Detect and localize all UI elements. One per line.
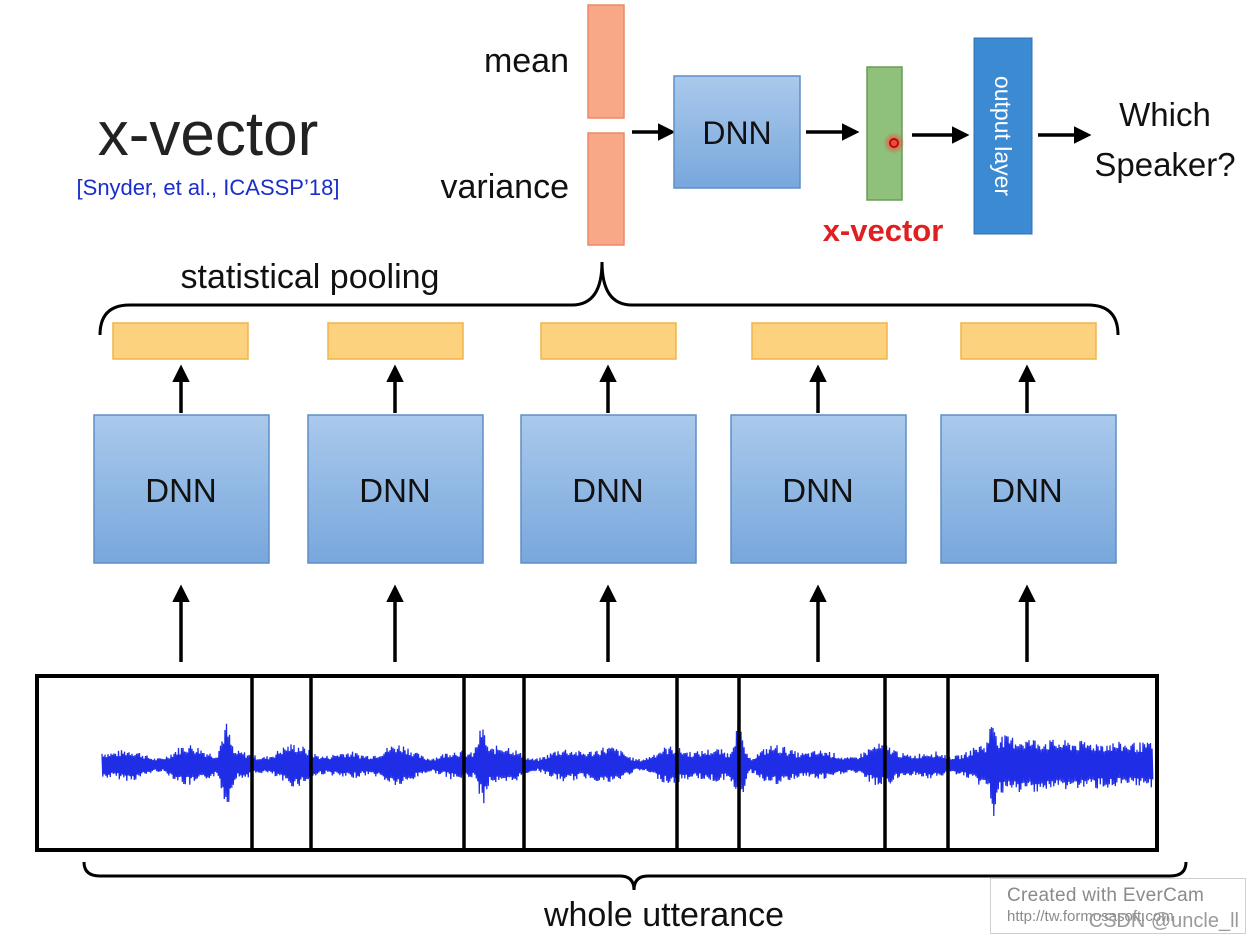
variance-label: variance [440, 168, 569, 206]
top-dnn-box [673, 75, 801, 189]
watermark: Created with EverCam http://tw.formosaso… [990, 878, 1246, 934]
which-line2: Speaker? [1094, 146, 1235, 183]
mean-vector [587, 4, 625, 119]
pooling-brace [98, 261, 1120, 336]
watermark-line1: Created with EverCam [1007, 885, 1205, 906]
citation: [Snyder, et al., ICASSP’18] [77, 175, 340, 200]
frame-dnn-box [940, 414, 1117, 564]
utterance-label: whole utterance [543, 896, 784, 934]
variance-vector [587, 132, 625, 246]
frame-dnn-box [520, 414, 697, 564]
frame-embedding [540, 322, 677, 360]
speech-waveform [101, 722, 1154, 817]
frame-embedding [960, 322, 1097, 360]
mean-label: mean [484, 42, 569, 80]
frame-dnn-label: DNN [359, 472, 431, 509]
top-dnn-label: DNN [702, 115, 771, 151]
cursor-highlight [883, 132, 905, 154]
frame-column-1: DNN [93, 322, 270, 662]
frame-column-3: DNN [520, 322, 697, 662]
frame-dnn-label: DNN [145, 472, 217, 509]
output-layer-label: output layer [990, 76, 1016, 197]
frame-dnn-label: DNN [991, 472, 1063, 509]
frame-embedding [751, 322, 888, 360]
frame-column-2: DNN [307, 322, 484, 662]
frame-dnn-box [307, 414, 484, 564]
frame-dnn-label: DNN [572, 472, 644, 509]
watermark-line2: http://tw.formosasoft.com CSDN @uncle_ll [1007, 907, 1239, 931]
frame-dnn-label: DNN [782, 472, 854, 509]
utterance-brace [82, 861, 1188, 891]
watermark-url: http://tw.formosasoft.com [1007, 908, 1174, 925]
frame-embedding [327, 322, 464, 360]
frame-embedding [112, 322, 249, 360]
frame-column-4: DNN [730, 322, 907, 662]
cursor-dot [889, 138, 899, 148]
output-layer-box [973, 37, 1033, 235]
which-line1: Which [1119, 96, 1211, 133]
utterance-panel [35, 674, 1159, 852]
title: x-vector [98, 100, 318, 169]
frame-dnn-box [730, 414, 907, 564]
xvector-label: x-vector [823, 213, 944, 248]
frame-column-5: DNN [940, 322, 1117, 662]
frame-dnn-box [93, 414, 270, 564]
pooling-label: statistical pooling [181, 258, 440, 296]
frame-separators [250, 676, 950, 850]
csdn-watermark: CSDN @uncle_ll [1088, 910, 1239, 932]
